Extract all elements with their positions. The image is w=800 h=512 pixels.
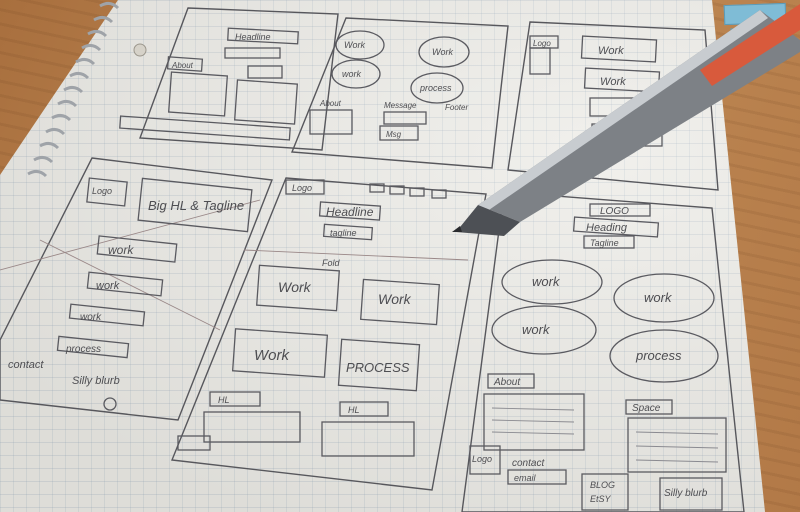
- spiral-binding: [27, 1, 147, 178]
- right-footer-logo: Logo: [472, 454, 492, 464]
- right-email: email: [514, 473, 537, 483]
- center-work-2: Work: [378, 291, 412, 307]
- right-logo: LOGO: [600, 206, 629, 217]
- sketch-top-middle: Work Work work process About Message Foo…: [290, 17, 509, 169]
- right-button-etsy: EtSY: [590, 494, 612, 504]
- top-process-circle: process: [419, 83, 452, 93]
- center-logo: Logo: [292, 183, 312, 193]
- punch-hole: [133, 43, 147, 57]
- left-work-3: work: [80, 312, 102, 323]
- spiral-rings: [27, 1, 120, 178]
- right-space: Space: [632, 403, 661, 414]
- top-msg-button: Msg: [386, 130, 402, 139]
- left-work-1: work: [108, 243, 134, 257]
- left-blurb: Silly blurb: [72, 375, 120, 387]
- center-headline: Headline: [326, 205, 374, 219]
- center-work-1: Work: [278, 279, 312, 295]
- top-right-work-1: Work: [598, 45, 624, 57]
- top-right-logo: Logo: [533, 39, 551, 48]
- center-hl-right: HL: [348, 405, 360, 415]
- right-blurb: Silly blurb: [664, 488, 708, 499]
- left-headline-text: Big HL & Tagline: [148, 198, 244, 213]
- right-about: About: [493, 377, 521, 388]
- top-right-work-2: Work: [600, 76, 626, 88]
- top-about-text: About: [171, 61, 194, 70]
- right-button-blog: BLOG: [590, 480, 615, 490]
- pen-body: [452, 4, 800, 236]
- sketch-center-tablet: Logo Headline tagline Fold Work Work Wor…: [171, 177, 487, 491]
- right-process: process: [635, 348, 682, 363]
- right-work-1: work: [532, 274, 561, 289]
- right-contact: contact: [512, 458, 545, 469]
- top-footer: Footer: [445, 103, 468, 112]
- top-about-mid: About: [319, 99, 342, 108]
- center-work-3: Work: [254, 347, 290, 364]
- top-work-circle-1: Work: [344, 40, 365, 50]
- right-headline: Heading: [586, 222, 628, 234]
- top-work-circle-3: work: [342, 69, 362, 79]
- left-work-2: work: [96, 280, 120, 292]
- center-hl-left: HL: [218, 395, 230, 405]
- sketch-left-mobile: Logo Big HL & Tagline work work work pro…: [0, 157, 273, 421]
- left-contact: contact: [8, 359, 44, 371]
- center-tagline: tagline: [330, 228, 357, 238]
- sketch-top-right: Logo Work Work: [507, 21, 719, 191]
- right-tagline: Tagline: [590, 238, 619, 248]
- right-work-3: work: [522, 322, 551, 337]
- center-process: PROCESS: [346, 360, 410, 375]
- center-fold: Fold: [322, 258, 341, 268]
- top-work-circle-2: Work: [432, 47, 453, 57]
- left-process: process: [65, 344, 101, 355]
- sketch-top-left: Headline About: [119, 7, 339, 151]
- left-logo-text: Logo: [92, 186, 112, 196]
- right-work-2: work: [644, 290, 673, 305]
- top-headline-text: Headline: [235, 32, 271, 42]
- top-message: Message: [384, 101, 417, 110]
- sketch-right-desktop: LOGO Heading Tagline work work work proc…: [461, 191, 745, 512]
